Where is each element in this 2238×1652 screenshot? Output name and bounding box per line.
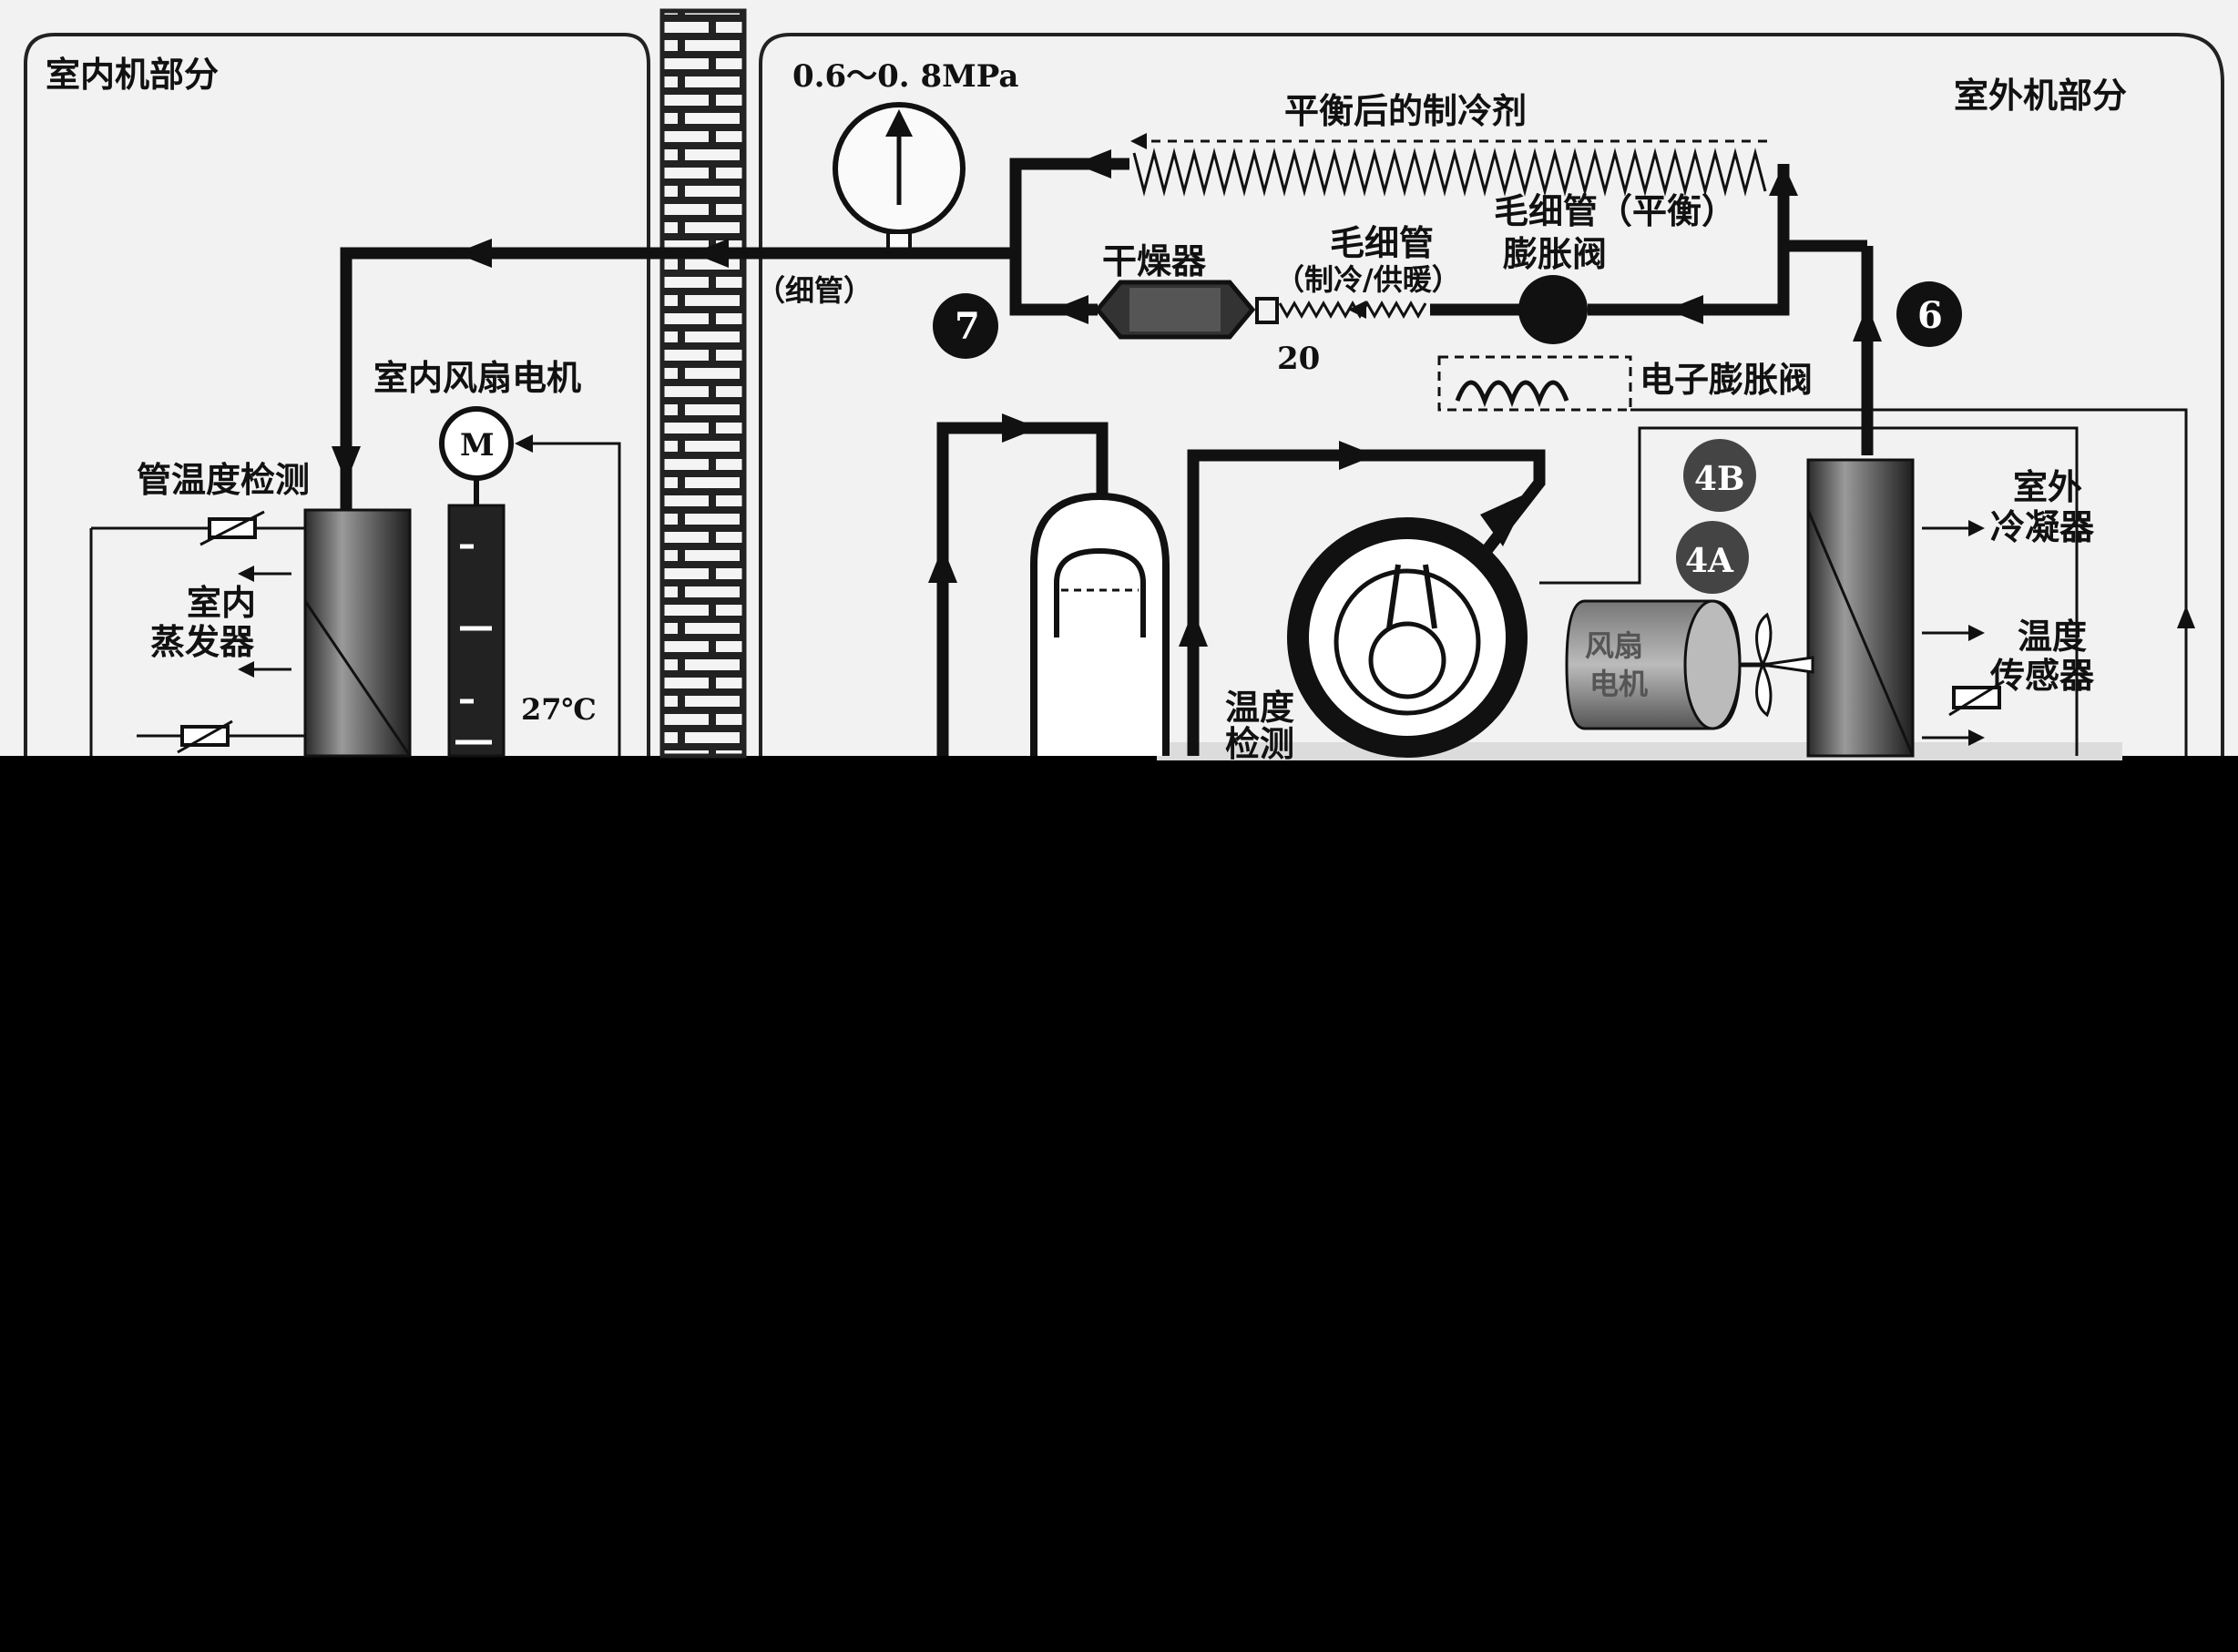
fan-motor-end xyxy=(1683,599,1742,730)
evaporator-label-1: 室内 xyxy=(187,582,256,623)
indoor-title: 室内机部分 xyxy=(46,54,219,95)
indoor-fan-label: 室内风扇电机 xyxy=(373,357,581,398)
temp-sensor-label-2: 传感器 xyxy=(1989,655,2095,696)
capillary-label-2: （制冷/供暖） xyxy=(1275,262,1461,297)
marker-7 xyxy=(933,293,998,359)
thin-pipe-label: （细管） xyxy=(756,273,873,308)
outdoor-condenser xyxy=(1806,458,1915,758)
capillary-label-1: 毛细管 xyxy=(1330,222,1434,263)
capillary-balance-label: 毛细管（平衡） xyxy=(1494,190,1736,231)
dryer-number: 20 xyxy=(1277,341,1320,377)
fan-motor-label-2: 电机 xyxy=(1589,667,1648,701)
temp-sensor-diag xyxy=(1948,679,2005,717)
marker-4b xyxy=(1683,439,1756,512)
temp-sensor-label-1: 温度 xyxy=(2018,616,2087,657)
condenser-label-2: 冷凝器 xyxy=(1990,506,2095,547)
indoor-sensor-2-diag xyxy=(177,719,233,754)
balance-capillary xyxy=(1132,148,1767,197)
pipe-arrow-indoor xyxy=(455,239,492,268)
motor-symbol: M xyxy=(460,427,495,464)
dryer-arrow xyxy=(1052,295,1088,324)
eev-label: 电子膨胀阀 xyxy=(1640,359,1813,400)
marker-7-label: 7 xyxy=(955,305,980,348)
marker-4a xyxy=(1676,521,1749,594)
condenser-coil-line xyxy=(1806,509,1915,757)
indoor-temp: 27℃ xyxy=(521,692,597,727)
riser-arrow xyxy=(1853,305,1882,342)
temp-detect-label-1: 温度 xyxy=(1225,687,1294,728)
accumulator-u-tube xyxy=(1054,547,1146,637)
condenser-label-1: 室外 xyxy=(2013,466,2082,507)
pressure-label: 0.6～0. 8MPa xyxy=(792,58,1018,95)
compressor-control-wire xyxy=(1539,426,2079,756)
marker-6-label: 6 xyxy=(1917,294,1943,337)
discharge-arrow xyxy=(1339,441,1375,470)
paper-edge xyxy=(1157,742,2122,760)
discharge-up-arrow xyxy=(1179,610,1208,647)
outdoor-panel-frame xyxy=(759,33,2224,756)
indoor-evaporator xyxy=(303,508,412,758)
pipe-temp-detect-label: 管温度检测 xyxy=(137,459,310,500)
cooling-capillary xyxy=(1278,300,1427,320)
accumulator-up-arrow xyxy=(928,546,957,583)
valve-arrow xyxy=(1667,295,1703,324)
pipe-arrow-down xyxy=(332,446,361,483)
marker-4a-label: 4A xyxy=(1685,542,1734,580)
pipe-arrow-wall xyxy=(692,239,729,268)
compressor-piston xyxy=(1368,621,1446,699)
capillary-arrow xyxy=(1348,301,1366,319)
brick-wall xyxy=(659,8,747,759)
fan-blade-1 xyxy=(1755,612,1773,668)
eev-box xyxy=(1437,355,1632,412)
pipe-temp-sensor-diag xyxy=(199,510,265,546)
indoor-panel-frame xyxy=(24,33,650,756)
expansion-valve xyxy=(1518,275,1588,344)
balanced-refrigerant-label: 平衡后的制冷剂 xyxy=(1284,90,1527,131)
fan-blade-2 xyxy=(1755,661,1773,718)
accumulator-arrow xyxy=(1002,413,1038,443)
eev-coil xyxy=(1455,380,1569,408)
marker-6 xyxy=(1896,281,1962,347)
eev-control-wire xyxy=(1630,408,2188,756)
discharge-into-arrow xyxy=(1480,492,1530,546)
marker-4b-label: 4B xyxy=(1694,460,1744,498)
dryer-core xyxy=(1129,288,1221,331)
outdoor-title: 室外机部分 xyxy=(1954,75,2127,116)
evaporator-label-2: 蒸发器 xyxy=(150,621,255,662)
dryer-label: 干燥器 xyxy=(1102,240,1207,281)
compressor-vane-2 xyxy=(1423,564,1437,629)
expansion-valve-label: 膨胀阀 xyxy=(1503,233,1607,274)
temp-detect-label-2: 检测 xyxy=(1225,723,1294,764)
fan-blade-3 xyxy=(1762,656,1814,674)
wire-arrow xyxy=(2177,606,2195,628)
balance-up-arrow xyxy=(1769,164,1798,196)
accumulator xyxy=(1030,492,1170,756)
compressor-vane xyxy=(1386,564,1401,629)
evaporator-coil-line xyxy=(303,600,412,757)
thin-pipe xyxy=(340,247,1011,510)
dryer-port xyxy=(1255,297,1279,324)
branch-arrow xyxy=(1075,149,1111,178)
indoor-fan-wire xyxy=(524,442,621,756)
fan-wire-arrow xyxy=(515,434,533,453)
fan-motor-label-1: 风扇 xyxy=(1585,628,1643,663)
